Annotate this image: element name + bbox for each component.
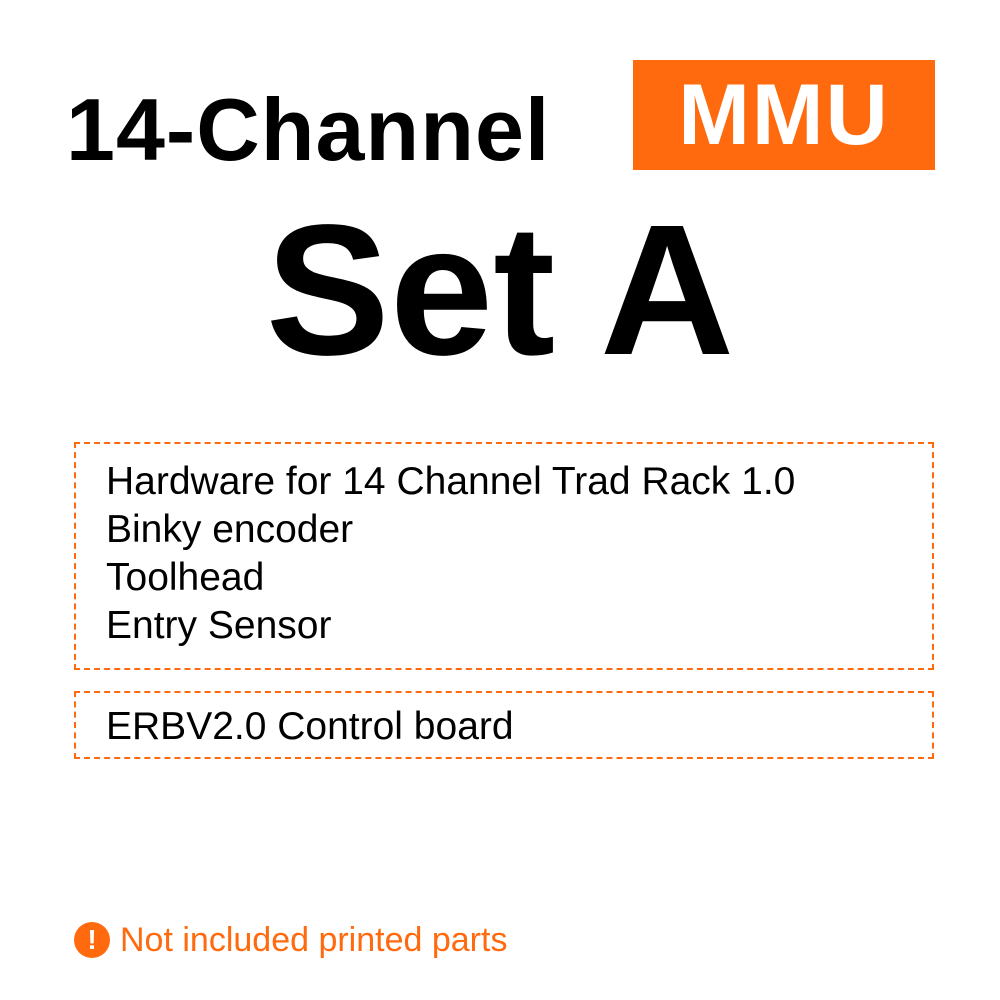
list-item: Hardware for 14 Channel Trad Rack 1.0 (106, 460, 796, 503)
list-item: Binky encoder (106, 508, 354, 551)
title-row: 14-Channel MMU (66, 60, 946, 180)
list-item: Entry Sensor (106, 604, 332, 647)
product-title: 14-Channel (66, 80, 551, 179)
exclamation-icon: ! (74, 922, 110, 958)
hardware-contents-box: Hardware for 14 Channel Trad Rack 1.0 Bi… (74, 442, 934, 670)
set-title: Set A (265, 187, 735, 394)
list-item: ERBV2.0 Control board (106, 705, 514, 748)
mmu-badge: MMU (633, 60, 935, 170)
note-text: Not included printed parts (120, 921, 508, 959)
control-board-box: ERBV2.0 Control board (74, 691, 934, 759)
list-item: Toolhead (106, 556, 265, 599)
exclusion-note: ! Not included printed parts (74, 918, 507, 962)
